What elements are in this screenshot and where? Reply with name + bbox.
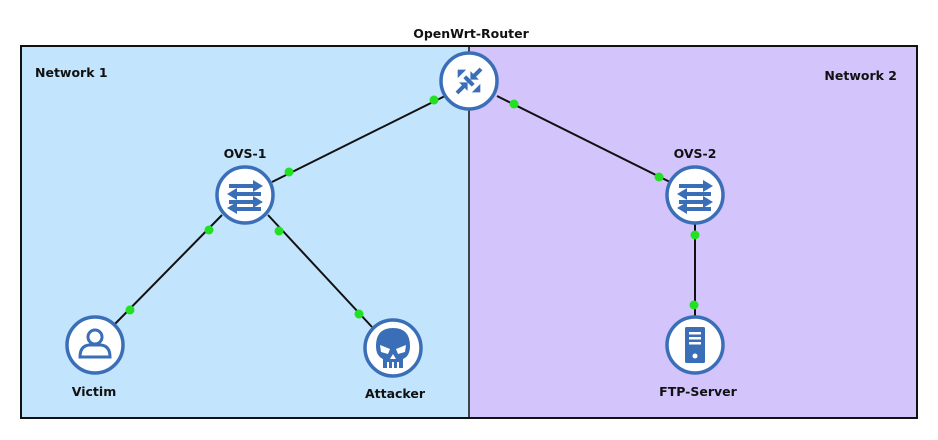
ovs2-node[interactable] [665,165,725,225]
router-icon [455,67,483,95]
attacker-label: Attacker [365,386,426,401]
port-dot [654,172,664,182]
port-dot [354,309,364,319]
ftp-node[interactable] [665,315,725,375]
router-node[interactable] [439,51,499,111]
port-dot [509,99,519,109]
network-1-label: Network 1 [35,65,108,80]
router-label: OpenWrt-Router [413,26,529,41]
network-2-label: Network 2 [824,68,897,83]
switch-icon [677,180,713,214]
port-dot [274,226,284,236]
port-dot [125,305,135,315]
port-dot [204,225,214,235]
user-icon [78,328,112,359]
ovs1-label: OVS-1 [224,146,267,161]
victim-label: Victim [72,384,116,399]
port-dot [689,300,699,310]
link-ovs1-attacker [267,214,373,328]
ftp-label: FTP-Server [659,384,737,399]
ports [125,95,700,319]
port-dot [284,167,294,177]
ovs1-node[interactable] [215,165,275,225]
link-router-ovs2 [496,95,671,183]
switch-icon [227,180,263,214]
server-icon [685,327,705,363]
ovs2-label: OVS-2 [674,146,717,161]
link-router-ovs1 [271,95,446,183]
attacker-node[interactable] [363,318,423,378]
victim-node[interactable] [65,315,125,375]
port-dot [690,230,700,240]
skull-icon [376,328,410,368]
port-dot [429,95,439,105]
